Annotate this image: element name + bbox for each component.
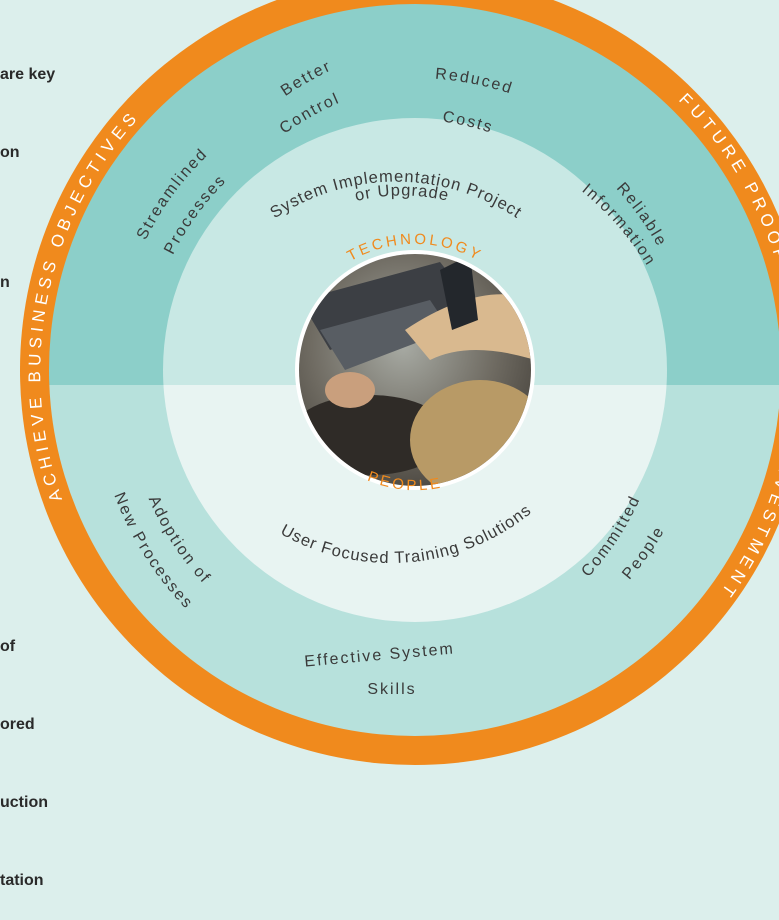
side-text-line: on (0, 144, 20, 161)
circular-diagram: ACHIEVE BUSINESS OBJECTIVES FUTURE PROOF… (20, 0, 779, 765)
side-text-line: ored (0, 716, 35, 733)
segment-effective-system-skills-line2: Skills (367, 681, 416, 698)
side-text-line: uction (0, 794, 48, 811)
side-text-line: are key (0, 66, 56, 83)
inner-label-project-line2: or Upgrade (353, 181, 451, 204)
side-text-line: n (0, 274, 10, 291)
side-text-top: are key on n (0, 10, 55, 322)
side-text-line: of (0, 638, 16, 655)
side-text-line: tation (0, 872, 44, 889)
